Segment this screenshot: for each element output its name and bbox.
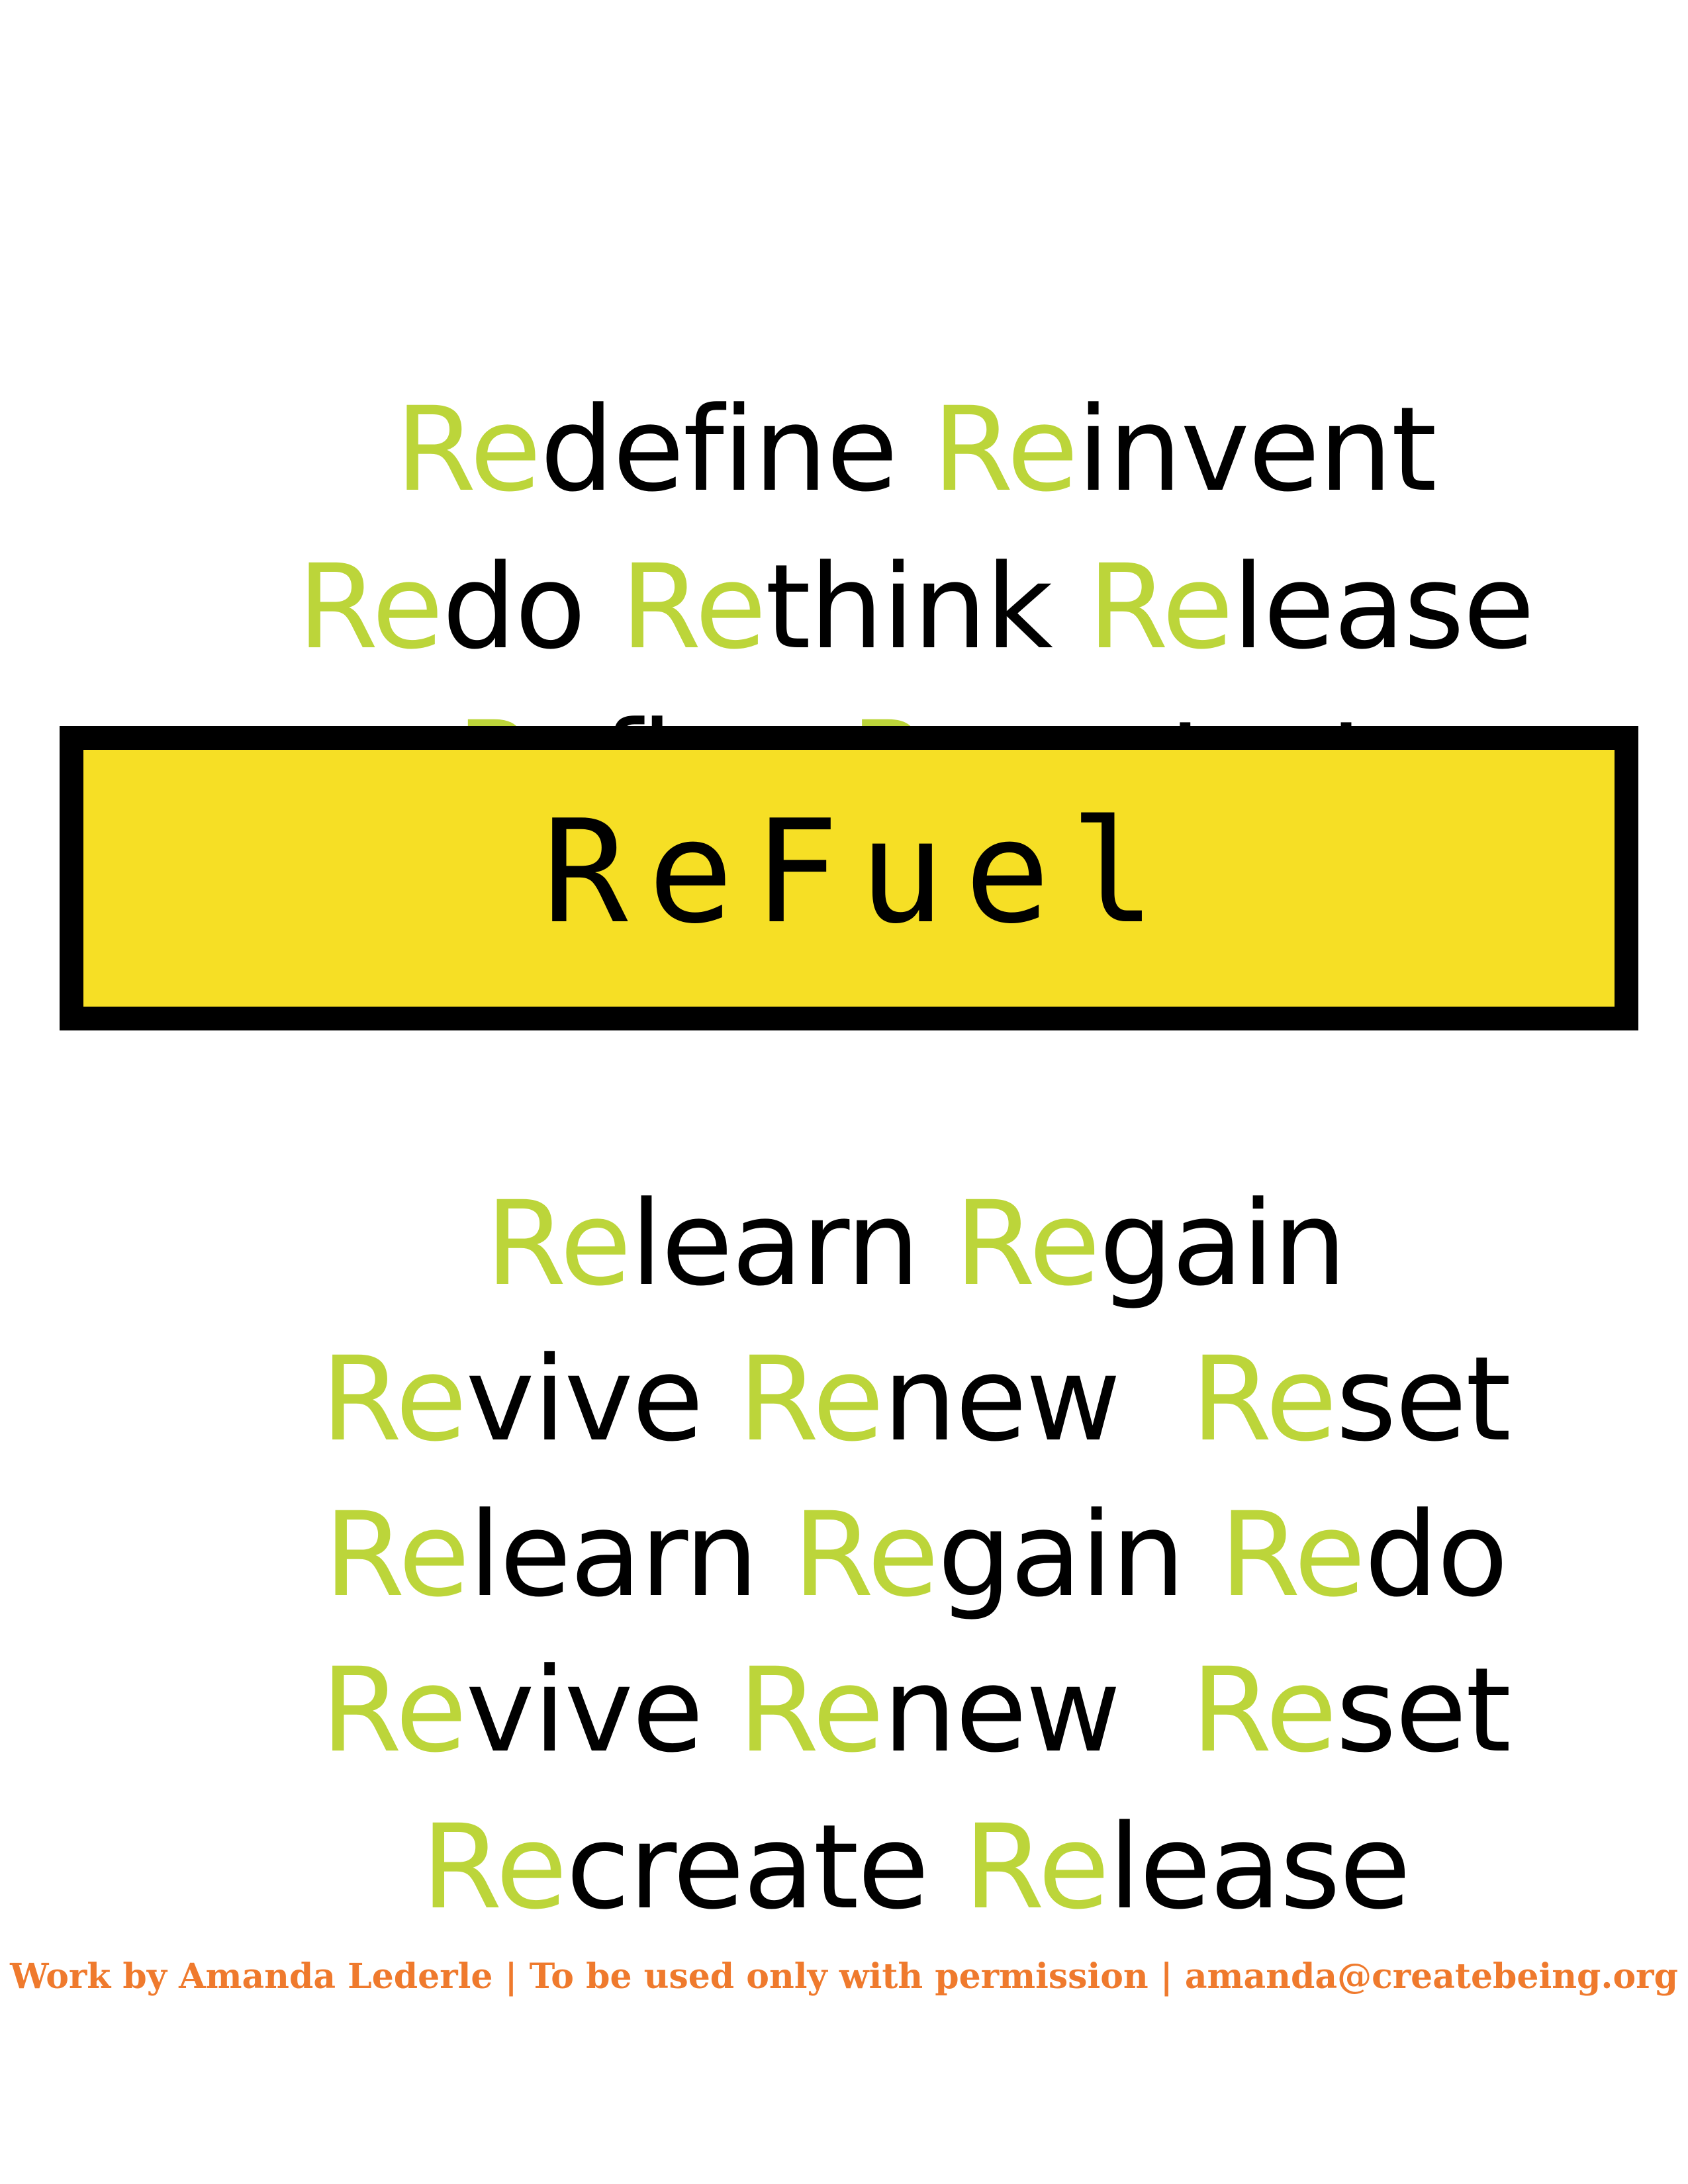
word-line: Recreate Release: [0, 1669, 1688, 2066]
word-prefix: Re: [485, 1176, 632, 1312]
word: Regain: [792, 1487, 1186, 1623]
word-stem: learn: [630, 1176, 920, 1312]
word-line: Revive Renew Reset: [0, 1512, 1688, 1909]
refuel-title: ReFuel: [542, 788, 1176, 955]
word: Relearn: [324, 1487, 759, 1623]
word: Revive: [320, 1332, 704, 1467]
word: Reset: [1191, 1332, 1511, 1467]
word-prefix: Re: [792, 1487, 939, 1623]
word-stem: set: [1335, 1643, 1511, 1778]
word-stem: new: [882, 1643, 1121, 1778]
word-stem: new: [882, 1332, 1121, 1467]
word-prefix: Re: [395, 382, 541, 518]
word-stem: define: [539, 382, 898, 518]
word-line: Relearn Regain: [0, 1046, 1688, 1443]
word-prefix: Re: [737, 1643, 884, 1778]
word-line: Redefine Reinvent: [0, 251, 1688, 649]
word-stem: set: [1335, 1332, 1511, 1467]
word: Revive: [320, 1643, 704, 1778]
word-stem: gain: [1099, 1176, 1346, 1312]
word-prefix: Re: [954, 1176, 1101, 1312]
word-prefix: Re: [324, 1487, 470, 1623]
word: Recreate: [421, 1799, 929, 1935]
word-stem: lease: [1108, 1799, 1411, 1935]
word-prefix: Re: [1087, 539, 1234, 675]
word-stem: create: [566, 1799, 929, 1935]
word-prefix: Re: [620, 539, 767, 675]
word: Redefine: [395, 382, 898, 518]
word: Reinvent: [932, 382, 1436, 518]
word-stem: do: [442, 539, 586, 675]
word-stem: invent: [1077, 382, 1436, 518]
word: Relearn: [485, 1176, 920, 1312]
word: Rethink: [620, 539, 1053, 675]
word-prefix: Re: [1219, 1487, 1366, 1623]
word: Release: [1087, 539, 1535, 675]
word-prefix: Re: [320, 1643, 467, 1778]
word: Redo: [1219, 1487, 1508, 1623]
word-stem: learn: [468, 1487, 759, 1623]
word-stem: vive: [465, 1332, 704, 1467]
word-prefix: Re: [297, 539, 444, 675]
word-prefix: Re: [320, 1332, 467, 1467]
refuel-banner: ReFuel: [60, 726, 1638, 1030]
word-prefix: Re: [932, 382, 1078, 518]
word-prefix: Re: [421, 1799, 567, 1935]
word-prefix: Re: [1191, 1332, 1337, 1467]
word-stem: do: [1364, 1487, 1508, 1623]
word-stem: gain: [937, 1487, 1185, 1623]
word-stem: lease: [1232, 539, 1535, 675]
word: Reset: [1191, 1643, 1511, 1778]
word: Release: [963, 1799, 1411, 1935]
word-prefix: Re: [963, 1799, 1110, 1935]
word-stem: think: [765, 539, 1053, 675]
word: Renew: [737, 1332, 1121, 1467]
word: Regain: [954, 1176, 1347, 1312]
footer-credit: Work by Amanda Lederle | To be used only…: [10, 1956, 1678, 1997]
word: Redo: [297, 539, 586, 675]
word-line: Redo Rethink Release: [0, 409, 1688, 806]
word-prefix: Re: [737, 1332, 884, 1467]
word: Renew: [737, 1643, 1121, 1778]
word-stem: vive: [465, 1643, 704, 1778]
word-prefix: Re: [1191, 1643, 1337, 1778]
word-line: Revive Renew Reset: [0, 1201, 1688, 1598]
refuel-banner-fill: ReFuel: [83, 750, 1615, 1007]
word-line: Relearn Regain Redo: [0, 1357, 1688, 1754]
